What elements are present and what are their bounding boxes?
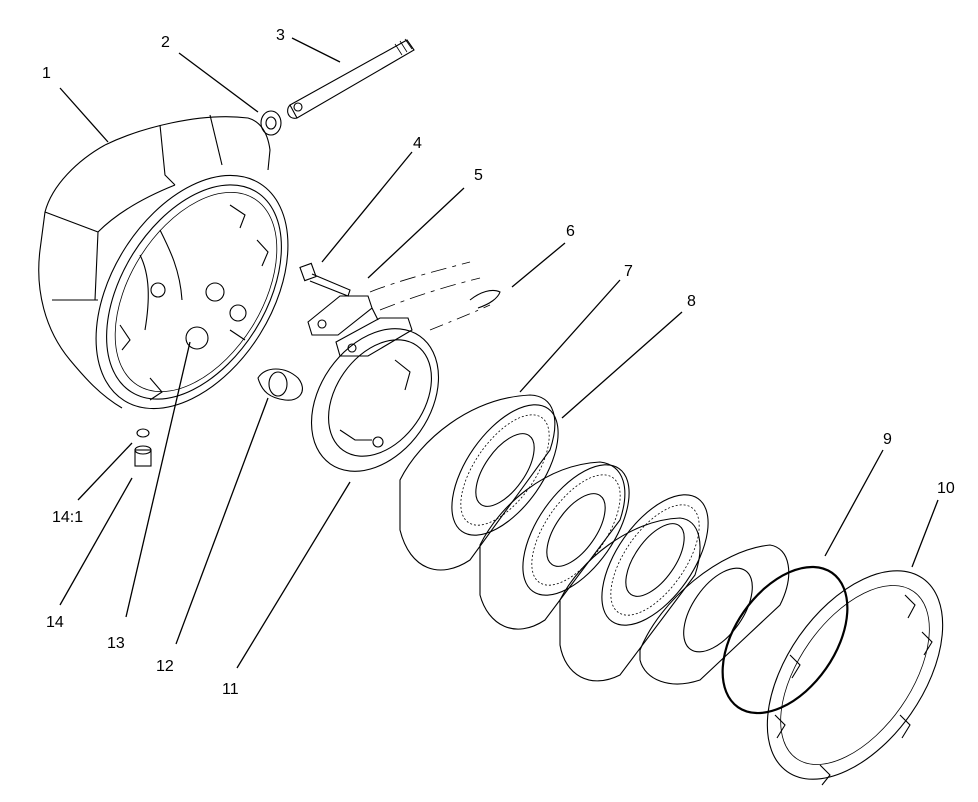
callout-1: 1 — [42, 65, 51, 82]
callout-5: 5 — [474, 167, 483, 184]
callout-14-1: 14:1 — [52, 509, 83, 526]
callout-6: 6 — [566, 223, 575, 240]
callout-14: 14 — [46, 614, 64, 631]
callout-9: 9 — [883, 431, 892, 448]
part-disc-stack — [399, 394, 790, 685]
part-housing — [38, 114, 289, 410]
callout-11: 11 — [222, 681, 239, 698]
part-pin — [429, 289, 501, 331]
callout-2: 2 — [161, 34, 170, 51]
part-o-ring — [721, 565, 849, 715]
part-shaft — [287, 38, 415, 119]
callout-3: 3 — [276, 27, 285, 44]
callout-13: 13 — [107, 635, 125, 652]
leader-lines — [59, 37, 939, 669]
part-seal — [257, 368, 303, 401]
callout-10: 10 — [937, 480, 955, 497]
callout-labels: 1 2 3 4 5 6 7 8 9 10 11 12 13 14 14:1 — [42, 27, 955, 698]
part-plug — [134, 428, 152, 467]
callout-7: 7 — [624, 263, 633, 280]
callout-8: 8 — [687, 293, 696, 310]
callout-12: 12 — [156, 658, 174, 675]
part-washer — [260, 110, 282, 136]
part-bolt — [299, 262, 351, 297]
part-linkage — [307, 261, 481, 357]
part-piston-plate — [310, 328, 440, 472]
part-cover — [766, 570, 944, 786]
callout-4: 4 — [413, 135, 422, 152]
